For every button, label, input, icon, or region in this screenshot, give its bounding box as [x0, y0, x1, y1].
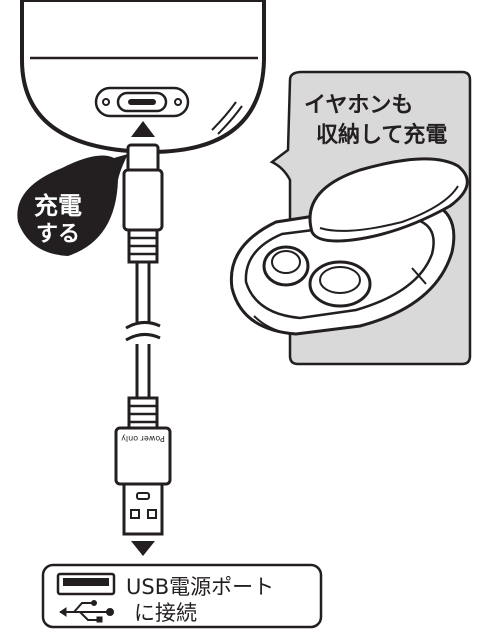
badge-charge: 充電 する [17, 154, 128, 256]
arrow-down-icon [131, 541, 155, 556]
usb-symbol-icon [59, 600, 114, 623]
usb-cable [114, 143, 172, 536]
arrow-up-icon [131, 121, 155, 137]
usb-port-line2: に接続 [134, 601, 197, 625]
callout-stored-line1: イヤホンも [304, 93, 413, 118]
usb-port-line1: USB電源ポート [126, 575, 274, 599]
usb-port-box: USB電源ポート に接続 [41, 563, 323, 629]
cable-print: Power only [121, 434, 165, 443]
callout-stored-line2: 収納して充電 [316, 122, 447, 148]
usb-port-icon [56, 572, 116, 596]
badge-charge-line2: する [36, 222, 80, 247]
case-with-earbuds [229, 157, 469, 336]
badge-charge-line1: 充電 [34, 192, 82, 220]
usb-c-port-icon [94, 86, 190, 118]
